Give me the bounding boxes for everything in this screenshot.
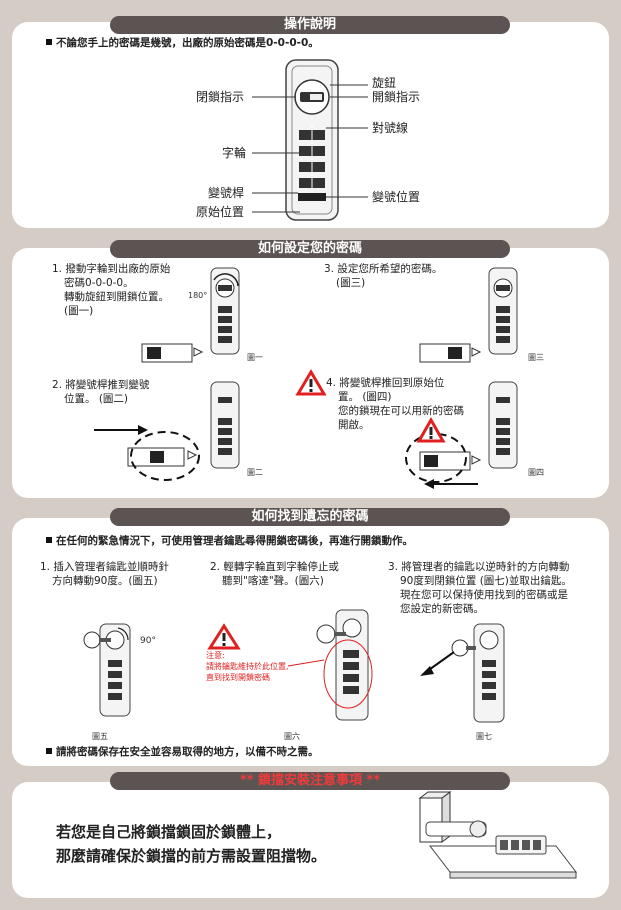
fig2-lever-detail <box>94 425 200 481</box>
label-change-position: 變號位置 <box>372 190 421 204</box>
key-icon-fig6 <box>316 624 346 644</box>
warning-line3: 直到找到開鎖密碼 <box>206 673 270 682</box>
section2-title: 如何設定您的密碼 <box>110 240 510 258</box>
label-lock-indicator: 閉鎖指示 <box>196 90 245 104</box>
step1-line3: 轉動旋鈕到開鎖位置。 <box>64 291 169 303</box>
section3-note: 在任何的緊急情況下，可使用管理者鑰匙尋得開鎖密碼後，再進行開鎖動作。 <box>46 534 413 548</box>
lock-diagram-main <box>252 59 368 221</box>
fig7-caption: 圖七 <box>476 732 492 741</box>
fig6-lock <box>287 609 373 721</box>
warning-icon-step4 <box>295 369 327 396</box>
fig3-lever-detail <box>419 343 482 363</box>
label-alignment-line: 對號線 <box>372 121 409 135</box>
step1-line4: (圖一) <box>64 305 94 317</box>
step2-line2: 位置。 (圖二) <box>64 393 129 405</box>
warning-line1: 注意: <box>206 651 225 660</box>
step3-line1: 3. 設定您所希望的密碼。 <box>324 263 443 275</box>
recover-step3-line1: 3. 將管理者的鑰匙以逆時針的方向轉動 <box>388 561 570 573</box>
recover-step3-line4: 您設定的新密碼。 <box>400 603 484 615</box>
angle-90: 90° <box>140 636 156 646</box>
warning-icon-recover <box>207 623 241 650</box>
step4-line1: 4. 將變號桿推回到原始位 <box>326 377 445 389</box>
step1-line2: 密碼0-0-0-0。 <box>64 277 134 289</box>
label-knob: 旋鈕 <box>372 76 397 90</box>
install-note-line2: 那麼請確保於鎖擋的前方需設置阻擋物。 <box>56 847 327 865</box>
section1-note: 不論您手上的密碼是幾號，出廠的原始密碼是0-0-0-0。 <box>46 36 319 50</box>
label-dial: 字輪 <box>222 146 247 160</box>
label-change-lever: 變號桿 <box>208 186 245 200</box>
step2-line1: 2. 將變號桿推到變號 <box>52 379 150 391</box>
fig4-lever-detail <box>405 416 482 489</box>
section1-title: 操作說明 <box>110 16 510 34</box>
key-icon-fig7 <box>451 639 476 657</box>
recover-step3-line2: 90度到閉鎖位置 (圖七)並取出鑰匙。 <box>400 575 572 587</box>
set-password-figures <box>94 267 518 489</box>
section3-footer-note: 請將密碼保存在安全並容易取得的地方，以備不時之需。 <box>46 745 319 759</box>
fig1-lock <box>210 267 240 355</box>
recover-step1-line2: 方向轉動90度。(圖五) <box>52 575 158 587</box>
fig2-caption: 圖二 <box>247 468 263 477</box>
fig3-caption: 圖三 <box>528 353 544 362</box>
fig7-lock <box>420 623 505 723</box>
section4-title: ** 鎖擋安裝注意事項 ** <box>110 772 510 790</box>
warning-line2: 請將鑰匙維持於此位置, <box>206 662 289 671</box>
key-icon-fig5 <box>83 631 111 649</box>
step1-line1: 1. 撥動字輪到出廠的原始 <box>52 263 171 275</box>
install-note-line1: 若您是自己將鎖擋鎖固於鎖體上， <box>56 823 282 841</box>
fig6-caption: 圖六 <box>284 732 300 741</box>
recover-step2-line2: 聽到"喀達"聲。(圖六) <box>222 575 324 587</box>
recover-step3-line3: 現在您可以保持使用找到的密碼或是 <box>400 589 568 601</box>
angle-180: 180° <box>188 291 208 300</box>
recover-figures <box>83 609 505 723</box>
recover-step1-line1: 1. 插入管理者鑰匙並順時針 <box>40 561 169 573</box>
fig4-caption: 圖四 <box>528 468 544 477</box>
section3-title: 如何找到遺忘的密碼 <box>110 508 510 526</box>
fig1-caption: 圖一 <box>247 353 263 362</box>
label-open-indicator: 開鎖指示 <box>372 90 421 104</box>
step4-line3: 您的鎖現在可以用新的密碼 <box>338 405 464 417</box>
recover-step2-line1: 2. 輕轉字輪直到字輪停止或 <box>210 561 339 573</box>
fig3-lock <box>488 267 518 355</box>
fig2-lock <box>210 381 240 469</box>
step4-line2: 置。 (圖四) <box>338 391 392 403</box>
fig5-caption: 圖五 <box>92 732 108 741</box>
fig5-lock <box>83 623 131 717</box>
fig4-lock <box>488 381 518 469</box>
step3-line2: (圖三) <box>336 277 366 289</box>
step4-line4: 開啟。 <box>338 419 370 431</box>
fig1-lever-detail <box>141 343 204 363</box>
label-original-position: 原始位置 <box>196 205 245 219</box>
